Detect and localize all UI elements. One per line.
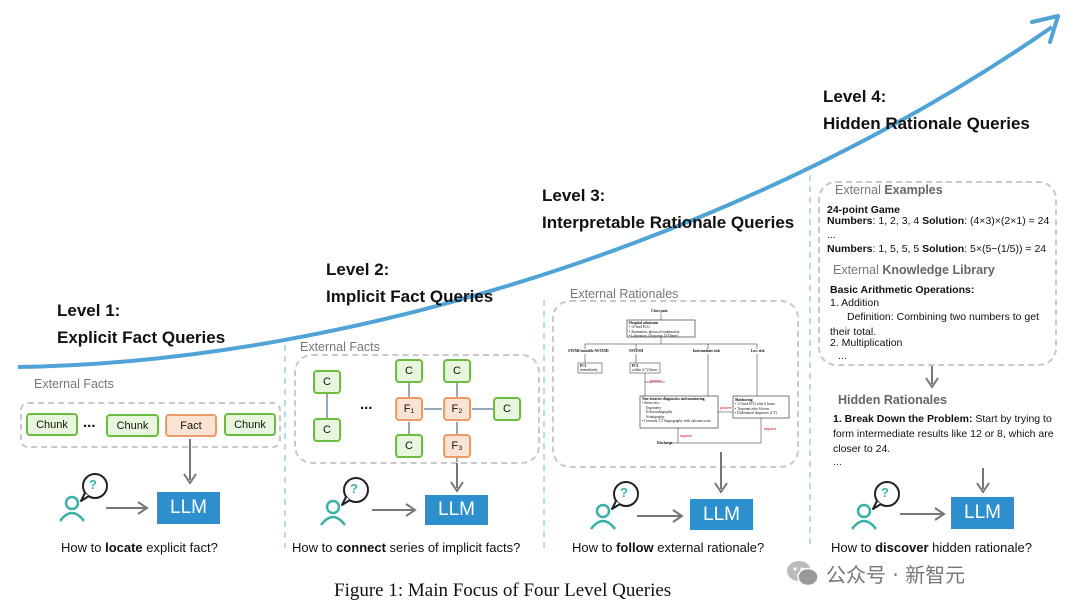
flowchart-lines (577, 314, 790, 444)
context-node: C (313, 418, 341, 442)
question-mark: ? (620, 485, 628, 500)
level-2-question: How to connect series of implicit facts? (292, 540, 521, 555)
context-node: C (443, 359, 471, 383)
pci-immediate: PCI immediately (580, 364, 598, 373)
fact-node-f3: F₃ (443, 434, 471, 458)
user-icon (59, 473, 108, 522)
external-examples-label: External Examples (835, 183, 943, 197)
wechat-icon (787, 561, 819, 587)
knowledge-item: 1. Addition (830, 297, 880, 309)
branch-label: NSTEMI (629, 349, 644, 353)
branch-label: STEMI/unstable NSTEMI (568, 349, 609, 353)
hidden-rationales-label: Hidden Rationales (838, 393, 948, 407)
context-node: C (313, 370, 341, 394)
branch-label: Low risk (751, 349, 765, 353)
level-1-external-label: External Facts (34, 377, 114, 391)
level-3-label: Level 3: (542, 186, 606, 205)
flowchart-hospital: Hospital admission • 12-lead ECG • Anamn… (629, 321, 680, 339)
fact-node-f1: F₁ (395, 397, 423, 421)
knowledge-item: ... (838, 350, 847, 362)
pci-later: PCI within 2-72 hours (632, 364, 658, 373)
knowledge-title: Basic Arithmetic Operations: (830, 284, 975, 296)
watermark: 公众号 · 新智元 (786, 558, 965, 588)
context-node: C (395, 434, 423, 458)
level-2-title: Implicit Fact Queries (326, 287, 494, 306)
level-3-title: Interpretable Rationale Queries (542, 213, 795, 232)
curve-arrowhead-icon (1030, 14, 1060, 44)
level-1-arrows (106, 439, 197, 515)
question-mark: ? (350, 481, 358, 496)
knowledge-library-label: External Knowledge Library (833, 263, 995, 277)
flowchart-top: Chest pain (651, 309, 668, 313)
chunk-ellipsis: ... (83, 414, 96, 431)
game-title: 24-point Game (827, 204, 900, 216)
level-3-question: How to follow external rationale? (572, 540, 765, 555)
node-ellipsis: ... (360, 396, 373, 413)
level-1-question: How to locate explicit fact? (61, 540, 218, 555)
context-node: C (493, 397, 521, 421)
fact-box: Fact (165, 414, 217, 437)
level-4-examples-box (818, 181, 1057, 366)
user-icon (320, 477, 369, 526)
figure-caption: Figure 1: Main Focus of Four Level Queri… (334, 580, 672, 601)
level-4-question: How to discover hidden rationale? (831, 540, 1032, 555)
user-icon (590, 481, 639, 530)
level-4-arrows (900, 366, 990, 521)
level-1-facts-box (20, 402, 281, 448)
level-4-label: Level 4: (823, 87, 887, 106)
example-row: Numbers: 1, 5, 5, 5 Solution: 5×(5−(1/5)… (827, 243, 1047, 255)
negative-label: negative (680, 434, 693, 438)
watermark-text: 公众号 · 新智元 (826, 562, 966, 587)
negative-label: negative (764, 427, 777, 431)
llm-box: LLM (157, 492, 220, 524)
branch-label: Intermediate risk (693, 349, 720, 353)
level-2-label: Level 2: (326, 260, 390, 279)
level-2-arrows (372, 463, 464, 517)
llm-box: LLM (425, 495, 488, 525)
hidden-ellipsis: ... (833, 456, 842, 468)
level-2-facts-box (294, 354, 540, 464)
monitoring-box-text: Monitoring • 12-lead ECG after 6 hours •… (735, 398, 777, 416)
level-2-external-label: External Facts (300, 340, 380, 354)
example-row: Numbers: 1, 2, 3, 4 Solution: (4×3)×(2×1… (827, 215, 1050, 227)
user-icon (851, 481, 900, 530)
chunk-box: Chunk (26, 413, 78, 436)
positive-label: positive (650, 379, 662, 383)
level-4-heading: Level 4: Hidden Rationale Queries (823, 83, 1030, 137)
context-node: C (395, 359, 423, 383)
llm-box: LLM (690, 499, 753, 530)
level-3-rationale-box (552, 300, 799, 468)
knowledge-item: 2. Multiplication (830, 337, 903, 349)
hidden-rationale-text: 1. Break Down the Problem: Start by tryi… (833, 413, 1054, 455)
level-4-title: Hidden Rationale Queries (823, 114, 1030, 133)
chunk-box: Chunk (224, 413, 276, 436)
level-1-title: Explicit Fact Queries (57, 328, 226, 347)
knowledge-item: Definition: Combining two numbers to get… (830, 311, 1040, 338)
discharge-label: Discharge (657, 441, 673, 445)
question-mark: ? (89, 477, 97, 492)
question-mark: ? (881, 485, 889, 500)
level-1-label: Level 1: (57, 301, 121, 320)
chunk-box: Chunk (106, 414, 159, 437)
noninvasive-box-text: Non-invasive diagnostics and monitoring … (642, 397, 711, 424)
level-2-heading: Level 2: Implicit Fact Queries (326, 256, 493, 310)
level-1-heading: Level 1: Explicit Fact Queries (57, 297, 225, 351)
llm-box: LLM (951, 497, 1014, 529)
level-3-arrows (637, 452, 728, 523)
fact-node-f2: F₂ (443, 397, 471, 421)
level-3-external-label: External Rationales (570, 287, 679, 301)
examples-ellipsis: ... (827, 229, 836, 241)
positive-label: positive (720, 406, 732, 410)
level-3-heading: Level 3: Interpretable Rationale Queries (542, 182, 794, 236)
